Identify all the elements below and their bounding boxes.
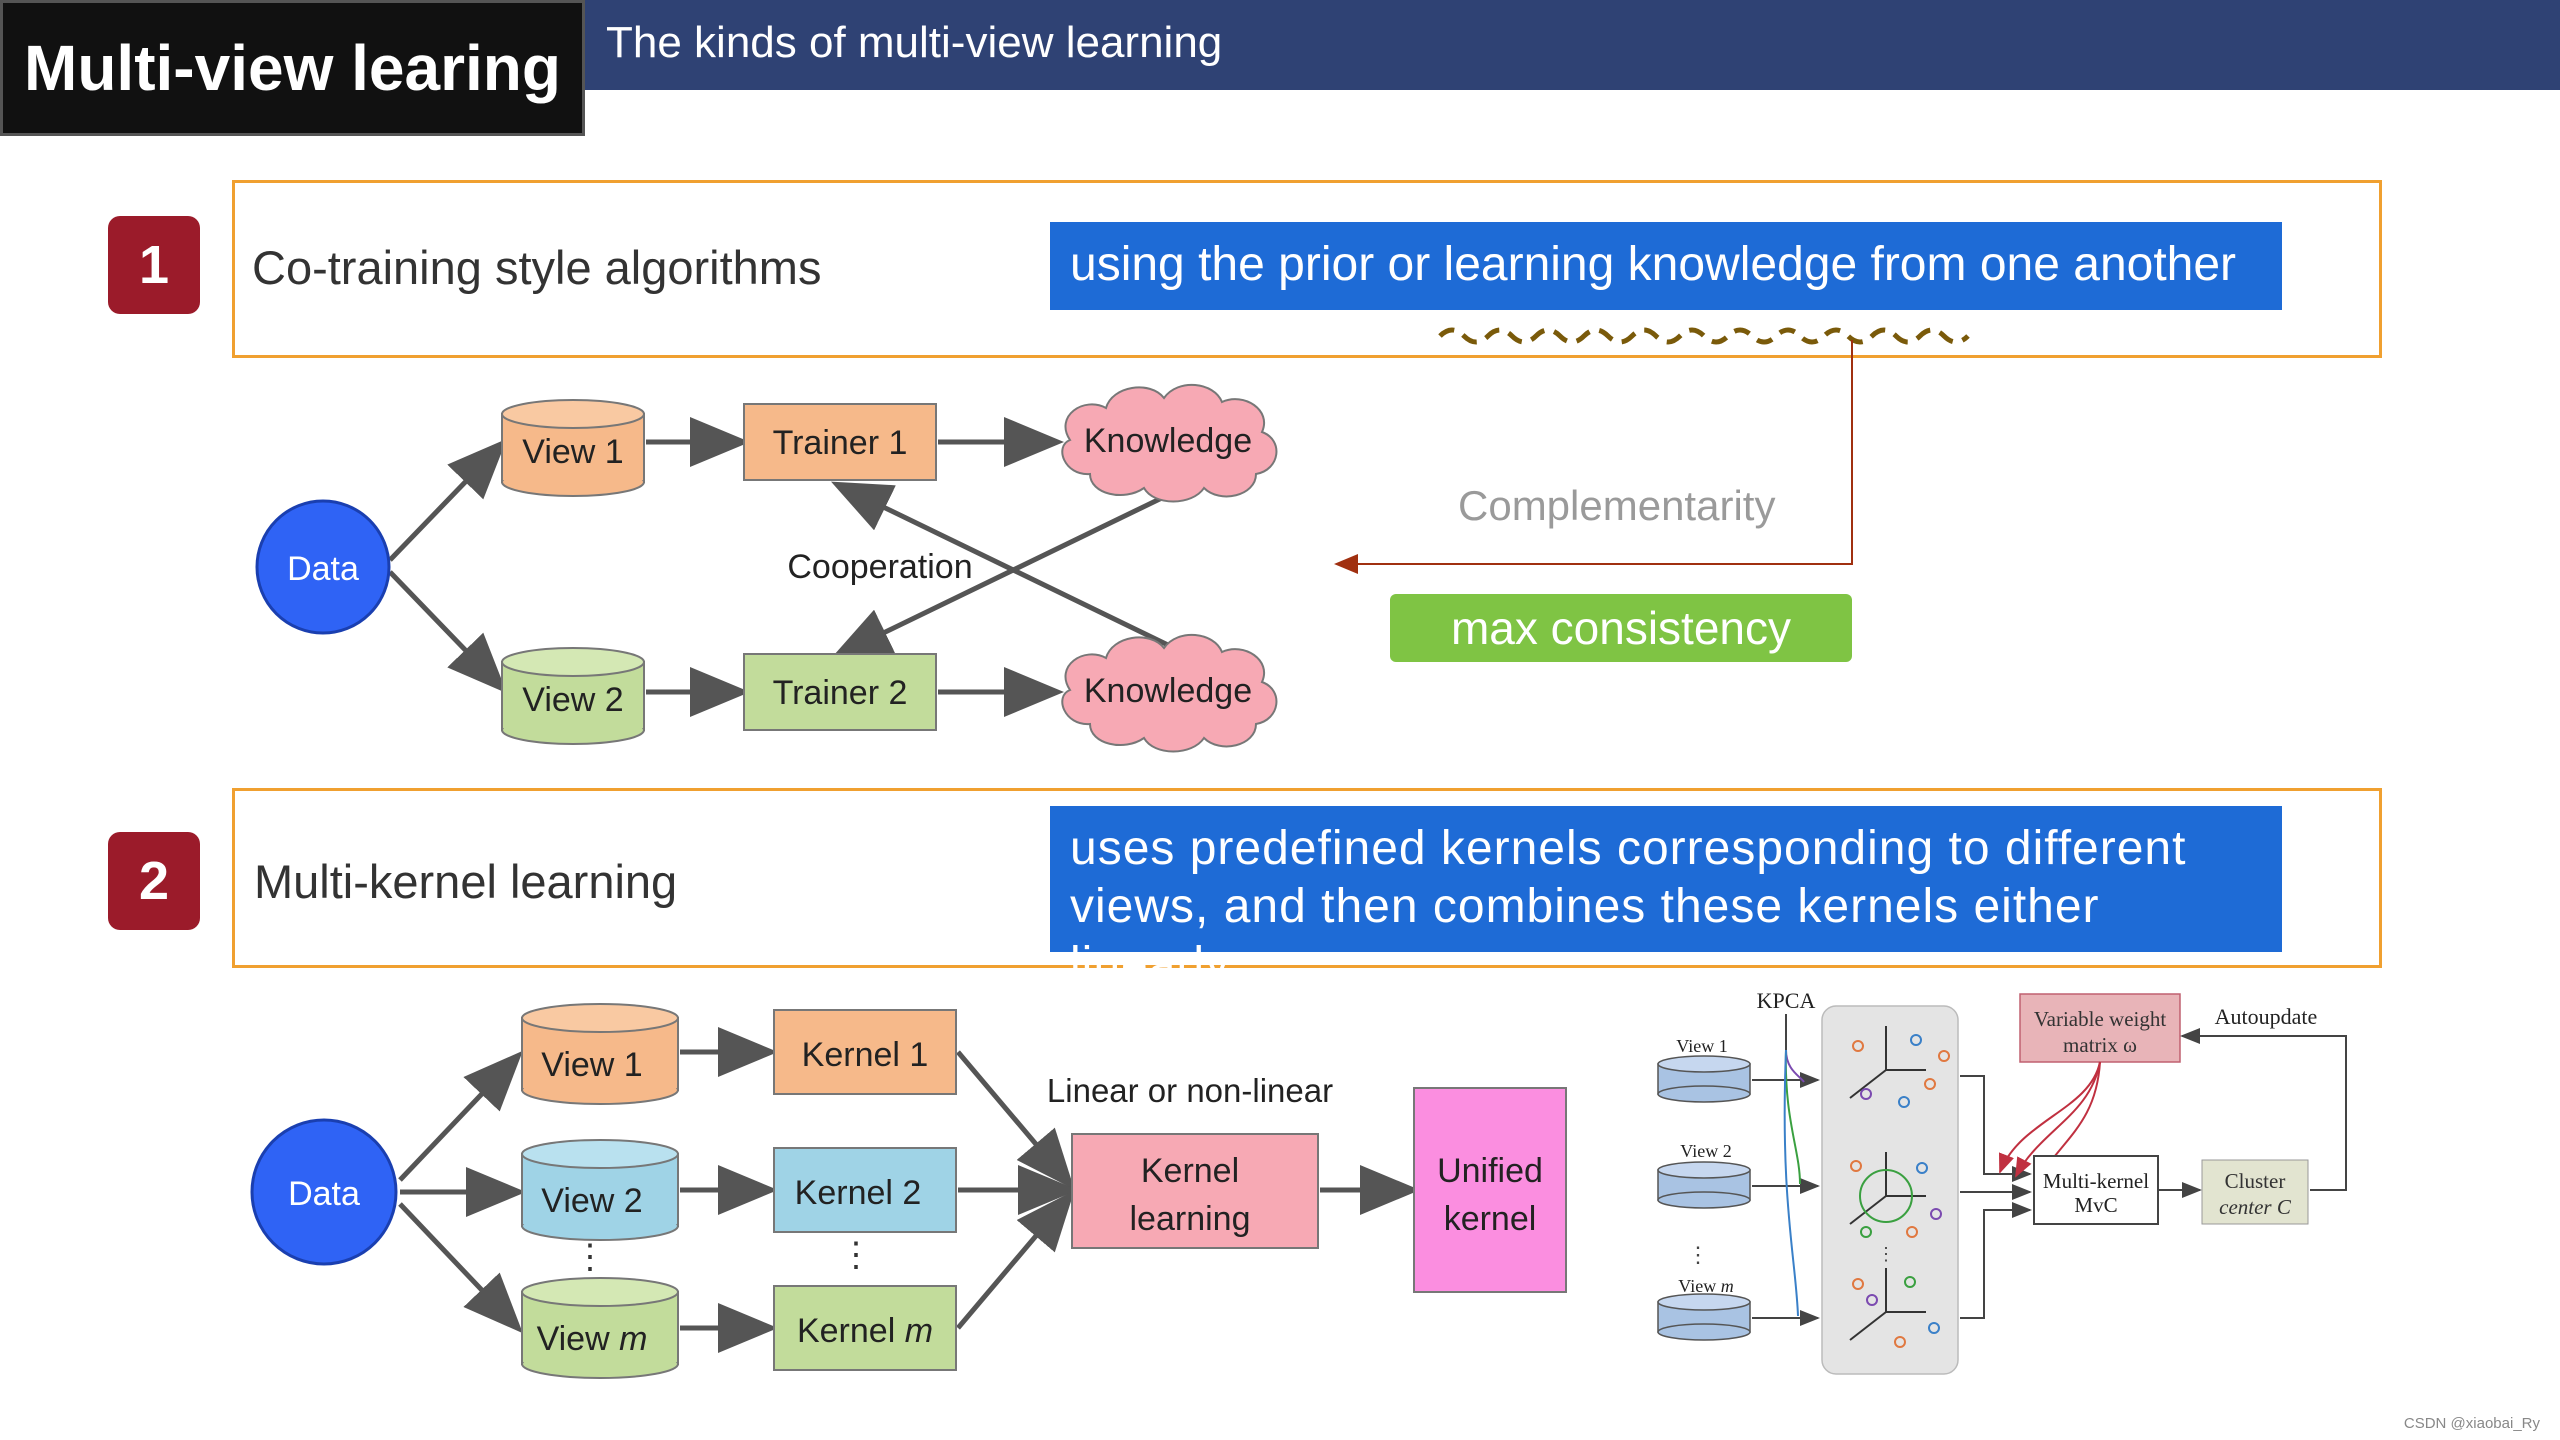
fig-view-dots: ⋮ [1687,1242,1709,1267]
svg-text:Kernel: Kernel [1141,1152,1239,1190]
wavy-underline [1438,327,1970,345]
svg-text:Trainer 2: Trainer 2 [773,674,908,712]
complementarity-arrow [1334,340,1853,574]
svg-text:Cluster: Cluster [2225,1169,2286,1193]
section2-number: 2 [108,832,200,930]
complementarity-label: Complementarity [1458,482,1776,529]
mk-kernel-dots: ⋮ [839,1236,873,1274]
svg-text:Data: Data [287,550,359,588]
svg-text:Data: Data [288,1175,360,1213]
svg-text:View 1: View 1 [541,1046,642,1084]
svg-text:⋮: ⋮ [1877,1244,1895,1264]
section2-highlight: uses predefined kernels corresponding to… [1050,806,2282,991]
svg-text:View m: View m [537,1320,648,1358]
svg-text:Variable weight: Variable weight [2034,1007,2167,1031]
svg-text:learning: learning [1130,1200,1251,1238]
fig-view2: View 2 [1657,1141,1751,1209]
mk-view2-cylinder: View 2 [521,1139,679,1241]
footer-watermark: CSDN @xiaobai_Ry [2403,1415,2540,1432]
knowledge-cloud-2: Knowledge [1061,634,1278,753]
linear-label: Linear or non-linear [1047,1072,1333,1109]
svg-text:Knowledge: Knowledge [1084,422,1252,460]
svg-text:View 1: View 1 [1676,1036,1727,1056]
svg-text:Kernel 1: Kernel 1 [802,1036,929,1074]
svg-text:Multi-kernel: Multi-kernel [2043,1169,2149,1193]
svg-text:MvC: MvC [2074,1193,2117,1217]
consistency-badge: max consistency [1390,594,1852,662]
svg-text:Kernel 2: Kernel 2 [795,1174,922,1212]
svg-text:Knowledge: Knowledge [1084,672,1252,710]
svg-text:View 2: View 2 [541,1182,642,1220]
section2-title: Multi-kernel learning [254,855,678,908]
fig-view1: View 1 [1657,1036,1751,1103]
svg-text:Kernel m: Kernel m [797,1312,933,1350]
section1-title: Co-training style algorithms [252,241,822,294]
mk-viewm-cylinder: View m [521,1277,679,1379]
knowledge-cloud-1: Knowledge [1061,384,1278,503]
section1-box [232,180,2382,358]
data-node-1: Data [255,499,391,635]
kernelm-box: Kernel m [773,1285,957,1371]
fig-multikernel-box: Multi-kernel MvC [2033,1155,2159,1225]
kernel1-box: Kernel 1 [773,1009,957,1095]
page-subtitle: The kinds of multi-view learning [606,18,1223,67]
autoupdate-label: Autoupdate [2215,1004,2318,1029]
unified-kernel-box: Unified kernel [1413,1087,1567,1293]
trainer2-box: Trainer 2 [743,653,937,731]
kernel-learning-box: Kernel learning [1071,1133,1319,1249]
page-title: Multi-view learing [0,0,585,136]
fig-viewm: View m [1657,1276,1751,1341]
section1-number: 1 [108,216,200,314]
data-node-2: Data [250,1118,398,1266]
trainer1-box: Trainer 1 [743,403,937,481]
kernel2-box: Kernel 2 [773,1147,957,1233]
svg-text:View m: View m [1678,1276,1733,1296]
kpca-label: KPCA [1757,988,1816,1013]
fig-kernel-panel: ⋮ [1821,1005,1959,1375]
svg-text:center C: center C [2219,1195,2292,1219]
svg-text:View 2: View 2 [1680,1141,1731,1161]
svg-text:Trainer 1: Trainer 1 [773,424,908,462]
svg-text:View 2: View 2 [522,681,623,719]
view1-cylinder: View 1 [501,399,645,497]
svg-text:View 1: View 1 [522,433,623,471]
mk-view1-cylinder: View 1 [521,1003,679,1105]
svg-text:matrix ω: matrix ω [2063,1033,2137,1057]
fig-weight-matrix: Variable weight matrix ω [2019,993,2181,1063]
mk-view-dots: ⋮ [573,1238,607,1276]
svg-text:Unified: Unified [1437,1152,1543,1190]
section1-highlight: using the prior or learning knowledge fr… [1050,222,2282,310]
cooperation-label: Cooperation [787,548,972,586]
section2-box [232,788,2382,968]
svg-text:kernel: kernel [1444,1200,1537,1238]
fig-cluster-center: Cluster center C [2201,1159,2309,1225]
view2-cylinder: View 2 [501,647,645,745]
